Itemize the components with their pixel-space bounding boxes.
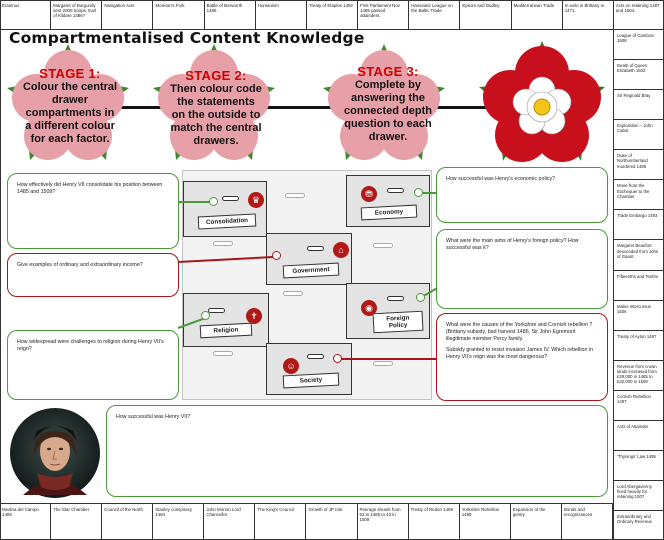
keyword-cell: Navigation Acts xyxy=(102,0,154,29)
henry-vii-portrait xyxy=(10,408,100,498)
connector-dot xyxy=(333,354,342,363)
keyword-cell: Council of the North xyxy=(102,504,154,540)
connector-economy xyxy=(418,192,438,194)
stage-2: STAGE 2: Then colour code the statements… xyxy=(170,68,262,148)
page-title: Compartmentalised Content Knowledge xyxy=(9,29,365,47)
keyword-cell: Mediterranean Trade xyxy=(512,0,563,29)
drawer-foreign-policy[interactable]: ◉ Foreign Policy xyxy=(346,283,430,339)
drawer-label: Economy xyxy=(360,204,418,221)
bottom-keyword-row: Medina del Campo 1489 The Star Chamber C… xyxy=(0,503,613,540)
drawer-consolidation[interactable]: ♛ Consolidation xyxy=(183,181,267,237)
drawer-label: Religion xyxy=(199,322,253,339)
keyword-cell: The Star Chamber xyxy=(51,504,103,540)
drawer-label: Society xyxy=(282,372,340,389)
keyword-cell: Peerage shrank from 62 in 1485 to 42 in … xyxy=(358,504,409,540)
question-foreign-policy[interactable]: What were the main aims of Henry's forei… xyxy=(436,229,608,309)
question-economy[interactable]: How successful was Henry's economic poli… xyxy=(436,167,608,223)
stage-2-heading: STAGE 2: xyxy=(185,68,247,83)
drawer-label: Foreign Policy xyxy=(372,310,424,334)
stage-1-text: Colour the central drawer compartments i… xyxy=(22,81,118,145)
stage-3-text: Complete by answering the connected dept… xyxy=(343,79,432,143)
keyword-cell: Growth of JP role xyxy=(306,504,358,540)
keyword-cell: Fifteenths and Tenths xyxy=(614,271,664,301)
keyword-cell: In exile in Brittany in 1471. xyxy=(563,0,614,29)
parliament-icon: ⌂ xyxy=(333,242,349,258)
keyword-cell: Exploration – John Cabot xyxy=(614,120,664,151)
timeline-line xyxy=(20,106,540,109)
coins-icon: ⛃ xyxy=(361,186,377,202)
keyword-cell: Sir Reginald Bray xyxy=(614,90,664,121)
connector-consolidation xyxy=(178,201,214,203)
connector-dot xyxy=(209,197,218,206)
stage-3: STAGE 3: Complete by answering the conne… xyxy=(342,64,434,144)
connector-dot xyxy=(272,251,281,260)
question-religion[interactable]: How widespread were challenges to religi… xyxy=(7,330,179,400)
keyword-cell: John Morton Lord Chancellor xyxy=(204,504,256,540)
keyword-cell: Lord Abergavenny fined heavily for retai… xyxy=(614,481,664,511)
question-government[interactable]: Give examples of ordinary and extraordin… xyxy=(7,253,179,297)
drawer-label: Government xyxy=(282,262,340,279)
keyword-cell: Treaty of Ayton 1497 xyxy=(614,331,664,361)
crown-icon: ♛ xyxy=(248,192,264,208)
keyword-cell: Humanism xyxy=(256,0,307,29)
keyword-cell: Treaty of Redon 1489 xyxy=(409,504,460,540)
top-keyword-row: Erasmus Margaret of Burgundy sent 2000 t… xyxy=(0,0,664,30)
keyword-cell: Malus Intercursus 1506 xyxy=(614,301,664,331)
keyword-cell: First Parliament Nov 1485 passed attaind… xyxy=(358,0,410,29)
keyword-cell: Revenue from crown lands increased from … xyxy=(614,361,664,391)
stage-1: STAGE 1: Colour the central drawer compa… xyxy=(22,66,118,146)
keyword-cell: Death of Queen Elizabeth 1503 xyxy=(614,60,664,91)
society-question-text-2: Subsidy granted to resist invasion James… xyxy=(446,347,594,360)
keyword-cell: Moreton's Fork xyxy=(153,0,205,29)
keyword-cell: Erasmus xyxy=(0,0,52,29)
keyword-cell: Expansion of the gentry xyxy=(511,504,562,540)
society-question-text: What were the causes of the Yorkshire an… xyxy=(446,322,593,342)
keyword-cell: Epsom and Dudley xyxy=(460,0,512,29)
keyword-cell: Acts on retaining 1487 and 1504. xyxy=(615,3,660,13)
people-icon: ☺ xyxy=(283,358,299,374)
drawer-economy[interactable]: ⛃ Economy xyxy=(346,175,430,227)
keyword-cell: The King's Council xyxy=(255,504,307,540)
keyword-cell: Medina del Campo 1489 xyxy=(0,504,52,540)
stage-3-heading: STAGE 3: xyxy=(357,64,419,79)
drawer-label: Consolidation xyxy=(197,213,257,230)
keyword-cell: Cornish Rebellion 1497 xyxy=(614,391,664,421)
keyword-cell: 'Thynings' Law 1495 xyxy=(614,451,664,481)
keyword-cell: Margaret of Burgundy sent 2000 troops, E… xyxy=(51,0,103,29)
drawer-government[interactable]: ⌂ Government xyxy=(266,233,352,285)
keyword-cell: League of Cambrai 1508 xyxy=(614,30,664,61)
drawer-society[interactable]: ☺ Society xyxy=(266,343,352,395)
right-keyword-column: League of Cambrai 1508 Death of Queen El… xyxy=(613,30,664,540)
keyword-cell: Treaty of Etaples 1492 xyxy=(307,0,359,29)
question-summary[interactable]: How successful was Henry VII? xyxy=(106,405,608,497)
tudor-rose-icon xyxy=(479,41,605,162)
stage-2-text: Then colour code the statements on the o… xyxy=(170,83,262,147)
keyword-cell: Stanley conspiracy 1494 xyxy=(153,504,205,540)
keyword-cell: Trade Embargo 1493 xyxy=(614,210,664,241)
connector-dot xyxy=(416,293,425,302)
connector-dot xyxy=(201,311,210,320)
connector-society xyxy=(340,358,438,360)
keyword-cell: Move from the Exchequer to the Chamber xyxy=(614,180,664,211)
keyword-cell: Hanseatic League on the Baltic Trade xyxy=(409,0,461,29)
keyword-cell: Battle of Bosworth 1485 xyxy=(205,0,256,29)
keyword-cell: Acts of Attainder xyxy=(614,421,664,451)
keyword-cell: Bonds and recognizances xyxy=(562,504,613,540)
keyword-cell: Margaret Beaufort descended from John of… xyxy=(614,240,664,271)
question-consolidation[interactable]: How effectively did Henry VII consolidat… xyxy=(7,173,179,249)
keyword-cell: Extraordinary and Ordinary Revenue xyxy=(617,514,652,525)
globe-icon: ◉ xyxy=(361,300,377,316)
connector-dot xyxy=(414,188,423,197)
stage-1-heading: STAGE 1: xyxy=(39,66,101,81)
question-society[interactable]: What were the causes of the Yorkshire an… xyxy=(436,313,608,401)
drawer-religion[interactable]: ✝ Religion xyxy=(183,293,269,347)
keyword-cell: Duke of Northumberland murdered 1489 xyxy=(614,150,664,181)
keyword-cell: Yorkshire Rebellion 1489 xyxy=(460,504,511,540)
cross-icon: ✝ xyxy=(246,308,262,324)
